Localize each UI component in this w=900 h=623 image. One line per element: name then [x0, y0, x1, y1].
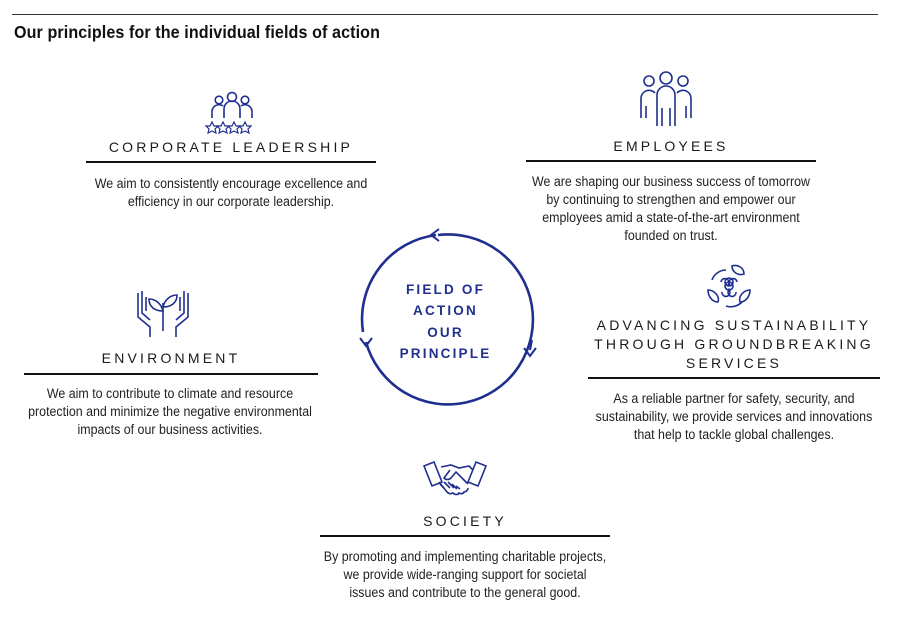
sustainability-text-line: sustainability, we provide services and … — [595, 409, 873, 424]
sustainability-heading-line: THROUGH GROUNDBREAKING — [594, 336, 874, 352]
environment-heading: ENVIRONMENT — [101, 350, 241, 366]
sustainability-text: As a reliable partner for safety, securi… — [576, 390, 892, 444]
corporate-leadership-rule — [86, 161, 376, 163]
society-heading: SOCIETY — [423, 513, 507, 529]
sustainability-text-line: As a reliable partner for safety, securi… — [613, 391, 855, 406]
corporate-leadership-text-line: We aim to consistently encourage excelle… — [94, 176, 368, 191]
employees-text-line: We are shaping our business success of t… — [532, 174, 810, 189]
top-divider — [12, 14, 878, 15]
employees-text-line: employees amid a state-of-the-art enviro… — [542, 210, 800, 225]
team-stars-icon — [204, 90, 260, 134]
center-label-line: OUR — [427, 325, 464, 340]
corporate-leadership-text: We aim to consistently encourage excelle… — [79, 175, 383, 211]
sustainability-text-line: that help to tackle global challenges. — [633, 427, 835, 442]
page-title: Our principles for the individual fields… — [14, 22, 381, 42]
hands-plant-icon — [132, 283, 194, 339]
sustainability-heading: ADVANCING SUSTAINABILITY THROUGH GROUNDB… — [588, 316, 880, 373]
society-text-line: issues and contribute to the general goo… — [349, 585, 581, 600]
cycle-arrows — [350, 222, 546, 423]
sustainability-heading-line: ADVANCING SUSTAINABILITY — [596, 317, 872, 333]
employees-text: We are shaping our business success of t… — [517, 173, 824, 245]
employees-text-line: founded on trust. — [624, 228, 718, 243]
environment-text-line: We aim to contribute to climate and reso… — [46, 386, 294, 401]
environment-text-line: impacts of our business activities. — [77, 422, 263, 437]
employees-text-line: by continuing to strengthen and empower … — [546, 192, 796, 207]
recycle-leaves-icon — [704, 262, 754, 310]
sustainability-rule — [588, 377, 880, 379]
sustainability-heading-line: SERVICES — [685, 355, 783, 371]
center-label-line: ACTION — [413, 303, 478, 318]
society-text-line: we provide wide-ranging support for soci… — [343, 567, 587, 582]
corporate-leadership-heading: CORPORATE LEADERSHIP — [108, 139, 354, 155]
environment-text: We aim to contribute to climate and reso… — [14, 385, 327, 439]
center-label-our-principle: OUR PRINCIPLE — [378, 322, 513, 364]
employees-rule — [526, 160, 816, 162]
environment-text-line: protection and minimize the negative env… — [28, 404, 312, 419]
environment-rule — [24, 373, 318, 375]
corporate-leadership-text-line: efficiency in our corporate leadership. — [127, 194, 335, 209]
employees-heading: EMPLOYEES — [613, 138, 729, 154]
society-text: By promoting and implementing charitable… — [304, 548, 626, 602]
center-label-field-of-action: FIELD OF ACTION — [378, 279, 513, 321]
people-group-icon — [638, 68, 694, 132]
society-text-line: By promoting and implementing charitable… — [323, 549, 607, 564]
center-label-line: PRINCIPLE — [399, 346, 492, 361]
handshake-icon — [422, 458, 488, 502]
center-label-line: FIELD OF — [405, 282, 486, 297]
society-rule — [320, 535, 610, 537]
